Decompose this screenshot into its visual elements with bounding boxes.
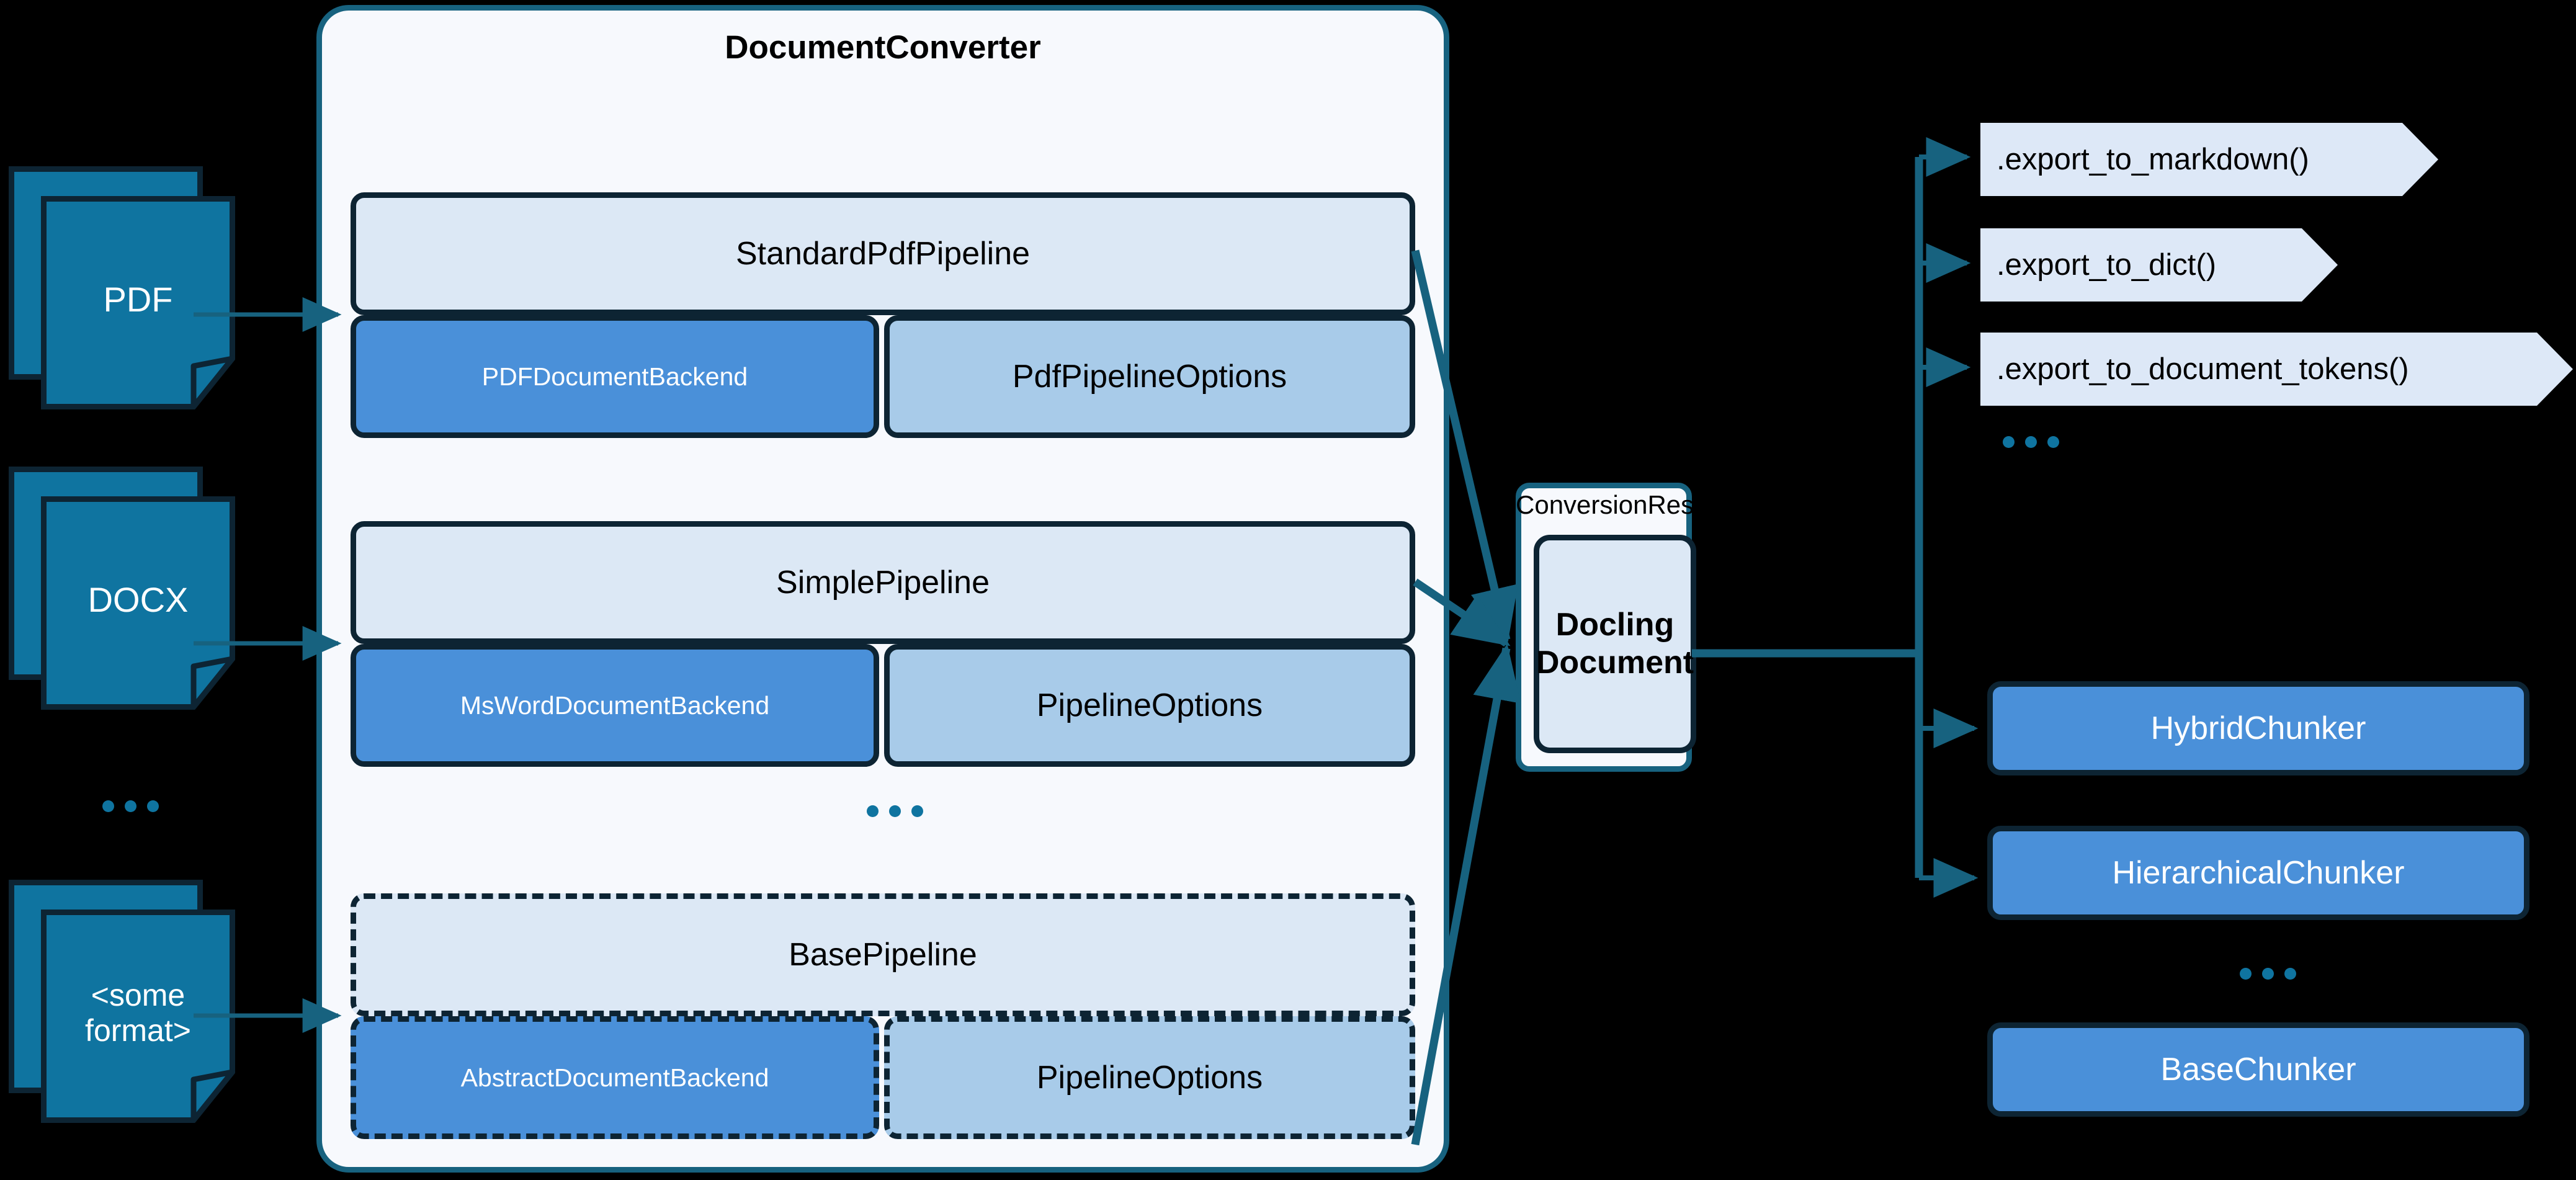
ellipsis-dot (2240, 968, 2252, 980)
document-front-sheet (41, 196, 235, 409)
pipeline-options-pdfpipelineoptions[interactable]: PdfPipelineOptions (884, 315, 1415, 438)
ellipsis-dot (102, 800, 114, 812)
ellipsis-dot (889, 805, 901, 817)
chunkers-ellipsis (2240, 968, 2296, 980)
result-fanout-branches (1919, 137, 1979, 898)
input-ellipsis (102, 800, 159, 812)
pipeline-header-basepipeline[interactable]: BasePipeline (351, 893, 1415, 1016)
pipeline-options-pipelineoptions-base[interactable]: PipelineOptions (884, 1016, 1415, 1139)
input-document-some-format: <some format> (9, 880, 235, 1123)
document-front-sheet (41, 910, 235, 1123)
pipeline-backend-msworddocumentbackend[interactable]: MsWordDocumentBackend (351, 644, 879, 767)
input-document-docx: DOCX (9, 467, 235, 710)
pipeline-backend-pdfdocumentbackend[interactable]: PDFDocumentBackend (351, 315, 879, 438)
ellipsis-dot (911, 805, 923, 817)
export-chip-markdown[interactable]: .export_to_markdown() (1980, 123, 2438, 196)
ellipsis-dot (867, 805, 879, 817)
ellipsis-dot (125, 800, 136, 812)
ellipsis-dot (2025, 436, 2037, 448)
chunker-hierarchicalchunker[interactable]: HierarchicalChunker (1987, 826, 2529, 920)
document-converter-title: DocumentConverter (725, 29, 1041, 66)
converter-ellipsis (867, 805, 923, 817)
ellipsis-dot (147, 800, 159, 812)
ellipsis-dot (2047, 436, 2059, 448)
pipeline-header-standardpdfpipeline[interactable]: StandardPdfPipeline (351, 192, 1415, 315)
pipeline-backend-abstractdocumentbackend[interactable]: AbstractDocumentBackend (351, 1016, 879, 1139)
ellipsis-dot (2262, 968, 2274, 980)
conversion-result-label: ConversionResult (1516, 490, 1722, 519)
exports-ellipsis (2003, 436, 2059, 448)
result-fanout-trunk (1692, 157, 1923, 878)
pipeline-header-simplepipeline[interactable]: SimplePipeline (351, 521, 1415, 644)
input-document-pdf: PDF (9, 166, 235, 409)
chunker-basechunker[interactable]: BaseChunker (1987, 1022, 2529, 1117)
document-front-sheet (41, 496, 235, 710)
export-chip-document-tokens[interactable]: .export_to_document_tokens() (1980, 333, 2573, 406)
pipeline-options-pipelineoptions[interactable]: PipelineOptions (884, 644, 1415, 767)
ellipsis-dot (2003, 436, 2015, 448)
ellipsis-dot (2284, 968, 2296, 980)
chunker-hybridchunker[interactable]: HybridChunker (1987, 681, 2529, 775)
export-chip-dict[interactable]: .export_to_dict() (1980, 228, 2338, 302)
docling-document-box[interactable]: Docling Document (1534, 535, 1696, 753)
